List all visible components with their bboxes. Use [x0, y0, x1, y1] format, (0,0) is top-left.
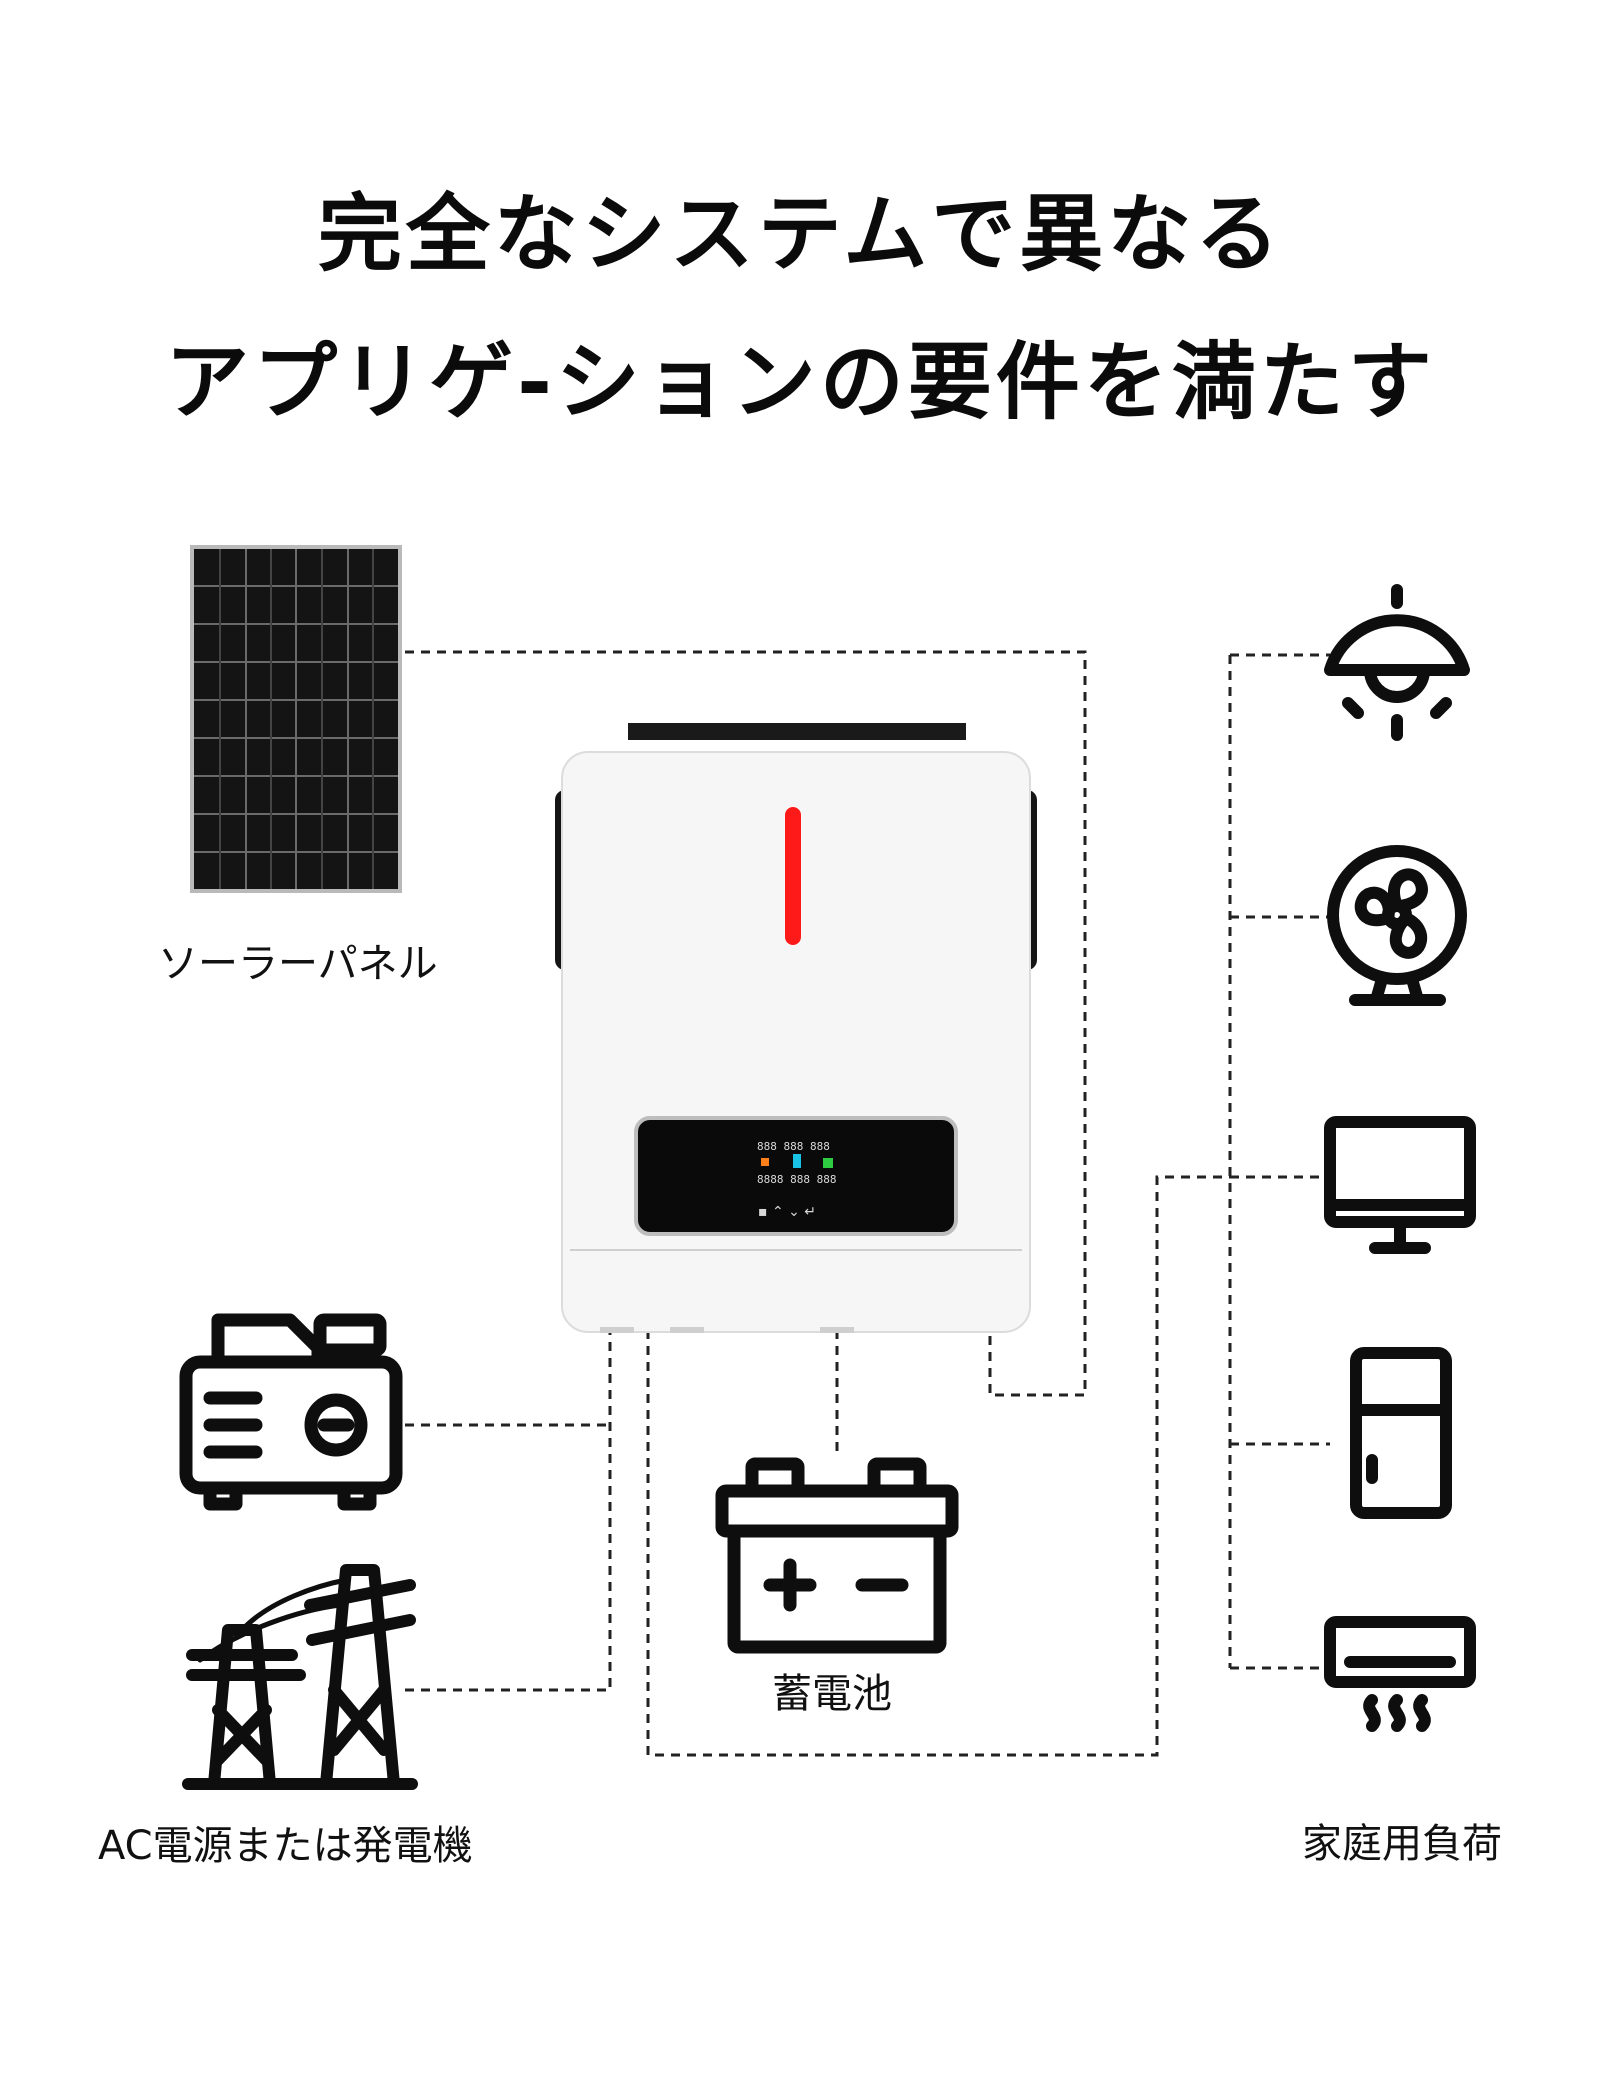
- power-tower-icon: [182, 1564, 418, 1790]
- svg-text:▪ ⌃ ⌄ ↵: ▪ ⌃ ⌄ ↵: [758, 1204, 816, 1220]
- ceiling-lamp-icon: [1324, 584, 1470, 741]
- status-light-bar: [785, 807, 801, 945]
- generator-icon: [179, 1313, 403, 1511]
- lcd-top-readout: 888 888 888: [757, 1140, 830, 1153]
- solar-panel-label: ソーラーパネル: [158, 941, 438, 987]
- battery-icon: [715, 1457, 959, 1654]
- refrigerator-icon: [1350, 1347, 1452, 1519]
- lcd-display: [634, 1116, 958, 1236]
- monitor-icon: [1324, 1116, 1476, 1254]
- air-conditioner-icon: [1324, 1616, 1476, 1732]
- lcd-bottom-readout: 8888 888 888: [757, 1173, 836, 1186]
- connector-lines: [405, 650, 1330, 1757]
- title-line-2: アプリゲ-ションの要件を満たす: [165, 333, 1436, 431]
- solar-panel-icon: [190, 545, 402, 893]
- home-load-label: 家庭用負荷: [1302, 1821, 1502, 1867]
- battery-label: 蓄電池: [772, 1671, 892, 1717]
- title-line-1: 完全なシステムで異なる: [317, 185, 1284, 283]
- ac-source-label: AC電源または発電機: [98, 1823, 473, 1869]
- inverter-unit: 888 888 888 8888 888 888 ▪ ⌃ ⌄ ↵: [555, 723, 1037, 1333]
- fan-icon: [1327, 845, 1467, 1006]
